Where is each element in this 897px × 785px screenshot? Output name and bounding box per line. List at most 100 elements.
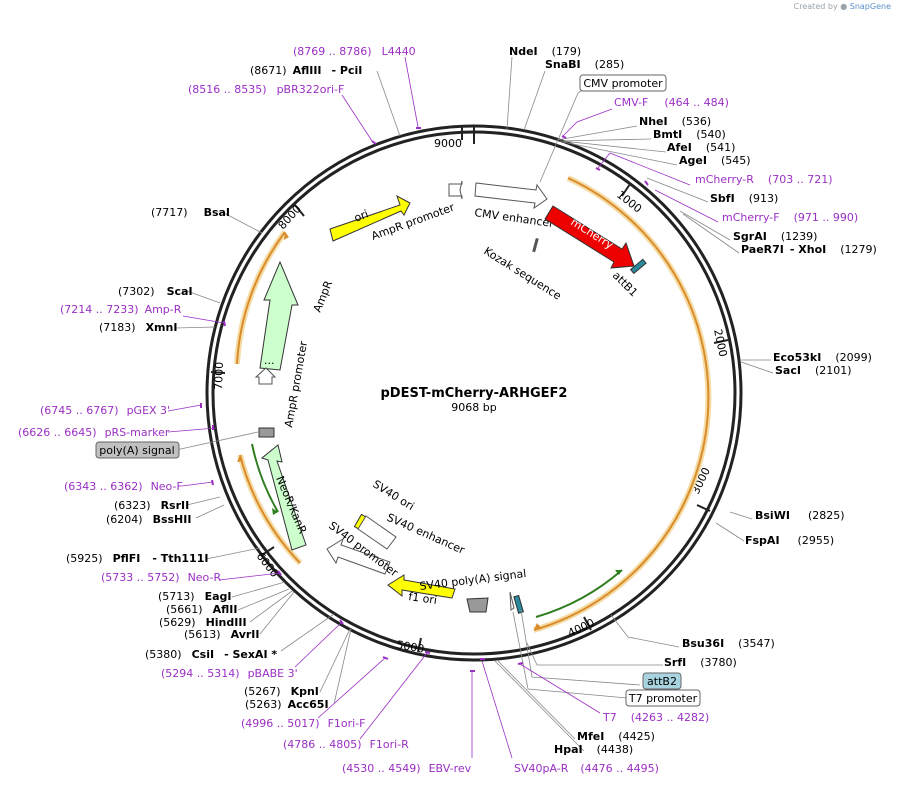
enzyme-name: Acc65I (288, 698, 329, 711)
enzyme-pos: (5263) (245, 698, 282, 711)
leader-acc65i (333, 628, 352, 705)
leader-kpni (319, 628, 351, 693)
enzyme-pos: (3547) (738, 637, 775, 650)
mcherry-arrow (544, 205, 635, 269)
primer-label: (4530 .. 4549)EBV-rev (342, 762, 472, 775)
ori-arrow (329, 194, 411, 242)
leader-saci (740, 361, 774, 374)
enzyme-label: FspAI(2955) (745, 534, 834, 547)
enzyme-pos: (536) (682, 115, 712, 128)
enzyme-pos: (5629) (159, 616, 196, 629)
enzyme-pos: (4438) (597, 743, 634, 756)
enzyme-name: EagI (205, 590, 232, 603)
enzyme-name: Eco53kI (773, 351, 821, 364)
ampr-arrow (259, 260, 299, 371)
orf-arc-left-top-head (284, 232, 289, 240)
enzyme-pos: (1279) (840, 243, 877, 256)
enzyme-label: (5661)AflII (166, 603, 237, 616)
primer-label: (5733 .. 5752)Neo-R (101, 571, 221, 584)
enzyme-name: AvrII (231, 628, 260, 641)
f1-ori-label: f1 ori (408, 590, 438, 607)
enzyme-pos: (7183) (99, 321, 136, 334)
enzyme-pos: (540) (696, 128, 726, 141)
watermark-prefix: Created by (793, 2, 838, 11)
leader-paer7i (682, 213, 740, 254)
mark-mcherry-r (595, 167, 601, 171)
leader-nhei (556, 125, 638, 141)
orf-arc-green-right-head (615, 570, 622, 575)
enzyme-pos: (5380) (145, 648, 182, 661)
enzyme-name2: - XhoI (790, 243, 826, 256)
leader-csii (280, 613, 335, 652)
enzyme-pos: (8671) (250, 64, 287, 77)
neor-arrow (260, 444, 307, 551)
leader-l4440 (404, 56, 419, 128)
leader-eagi (231, 581, 286, 598)
orf-arc-left-bottom-head (237, 455, 243, 462)
primer-coords: (971 .. 990) (794, 211, 859, 224)
t7-promoter-label: T7 promoter (628, 692, 698, 705)
primer-name: pRS-marker (105, 426, 170, 439)
primer-name: L4440 (382, 45, 416, 58)
enzyme-label: (5629) HindIII (159, 616, 247, 629)
tick-label-5000: 5000 (395, 638, 425, 656)
leader-f1ori-r (359, 652, 428, 740)
primer-coords: (7214 .. 7233) (60, 303, 139, 316)
mark-mcherry-f (644, 180, 649, 186)
ampr-promoter-left-label: AmpR promoter (282, 340, 310, 429)
leader-bmti (559, 138, 652, 142)
enzyme-label: NdeI (179) (509, 45, 581, 58)
sv40-polya-label: SV40 poly(A) signal (419, 567, 527, 593)
enzyme-pos: (2825) (808, 509, 845, 522)
enzyme-name2: - Tth111I (152, 552, 208, 565)
sv40-enhancer-shape (357, 515, 397, 550)
leader-pgex (167, 404, 202, 412)
ampr-label: AmpR (311, 278, 335, 314)
enzyme-pos: (285) (595, 58, 625, 71)
leader-mcherry-r (597, 152, 691, 186)
primer-name: Amp-R (145, 303, 182, 316)
enzyme-pos: (4425) (618, 730, 655, 743)
enzyme-name: CsiI (192, 648, 214, 661)
tick-6000 (261, 546, 275, 556)
tick-8000 (294, 204, 305, 217)
enzyme-label: (5613)AvrII (184, 628, 259, 641)
enzyme-name: HindIII (206, 616, 247, 629)
attb2-label: attB2 (647, 675, 677, 688)
attb2-marker (513, 594, 524, 614)
primer-coords: (5294 .. 5314) (161, 667, 240, 680)
primer-coords: (4996 .. 5017) (241, 717, 320, 730)
primer-label: (8769 .. 8786)L4440 (293, 45, 416, 58)
enzyme-name: NdeI (509, 45, 538, 58)
leader-afei (561, 140, 667, 153)
primer-label: (5294 .. 5314)pBABE 3' (161, 667, 298, 680)
enzyme-pos: (179) (552, 45, 582, 58)
leader-sv40pa-r (481, 660, 513, 759)
sv40-ori-label: SV40 ori (370, 478, 416, 514)
enzyme-pos: (6204) (106, 513, 143, 526)
primer-label: mCherry-F(971 .. 990) (722, 211, 858, 224)
enzyme-name: BssHII (153, 513, 192, 526)
enzyme-pos: (3780) (700, 656, 737, 669)
primer-name: T7 (602, 711, 617, 724)
primer-coords: (464 .. 484) (664, 96, 729, 109)
cmv-promoter-label: CMV promoter (583, 77, 663, 90)
enzyme-name: XmnI (146, 321, 178, 334)
enzyme-label: (7717)BsaI (151, 206, 230, 219)
enzyme-name: MfeI (577, 730, 604, 743)
enzyme-name2: - SexAI * (224, 648, 277, 661)
tick-3000 (696, 504, 711, 512)
primer-name: pBR322ori-F (277, 83, 345, 96)
enzyme-name: AflIII (293, 64, 322, 77)
cmv-enhancer-arrow (474, 182, 548, 210)
leader-t7-promoter (512, 611, 628, 699)
enzyme-name: Bsu36I (682, 637, 724, 650)
leader-f1ori-f (317, 657, 386, 719)
ampr-ellipsis: ... (264, 354, 275, 367)
t7-promoter-box (625, 689, 701, 707)
mark-neo-r (277, 570, 282, 576)
leader-pbr322ori-f (341, 94, 373, 142)
leader-srfi (526, 642, 663, 666)
enzyme-name: AgeI (679, 154, 707, 167)
sv40-polya-marker (466, 597, 489, 613)
